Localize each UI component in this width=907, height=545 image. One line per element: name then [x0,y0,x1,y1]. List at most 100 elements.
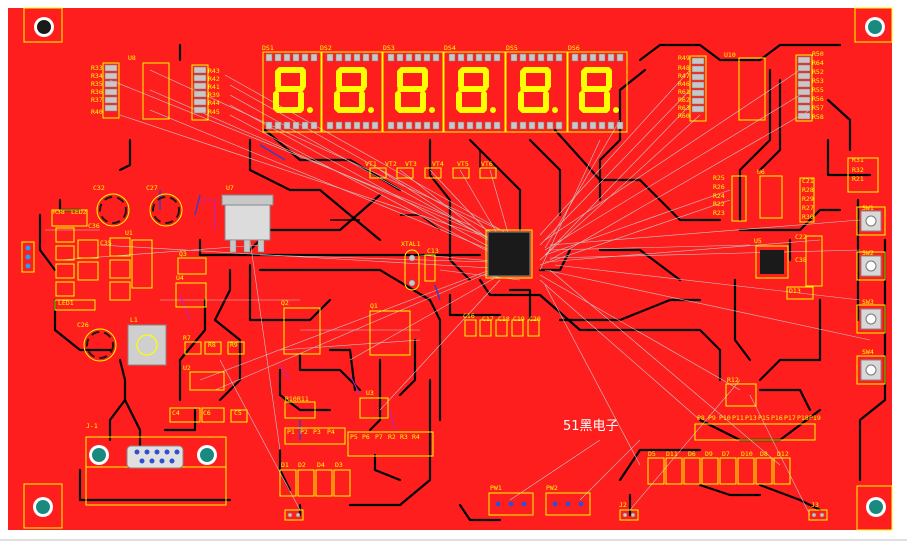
digit-pad [301,53,309,62]
d3-label: D3 [335,461,343,469]
r3-label: R3 [400,433,408,441]
digit-pad [598,121,606,130]
vt6-label: VT6 [481,160,493,168]
digit-pad [414,53,422,62]
r62-label: R62 [678,96,690,104]
r10-label: R10 [285,395,297,403]
d8-label: D8 [760,450,768,458]
r60-label: R60 [678,112,690,120]
u1-label: U1 [125,229,133,237]
sw2-label: SW2 [862,249,874,257]
digit-pad [371,121,379,130]
r61-label: R61 [678,88,690,96]
r31-label: R31 [852,156,864,164]
j3-label: J3 [811,501,819,509]
r22-label: R22 [713,200,725,208]
d1-label: D1 [281,461,289,469]
r33-label: R33 [91,64,103,72]
digit-pad [519,121,527,130]
digit-pad [484,53,492,62]
q3-label: Q3 [179,250,187,258]
led1-label: LED1 [58,299,74,307]
d11-label: D11 [666,450,678,458]
p7-label: P7 [375,433,383,441]
segment-g [397,86,427,92]
digit-pad [510,121,518,130]
pw-connectors: PW1 PW2 J2 J3 [488,484,828,521]
digit-pad [274,53,282,62]
digit-pad [571,121,579,130]
digit-pad [353,121,361,130]
digit-pad [537,121,545,130]
segment-d [580,107,610,113]
segment-b [300,68,306,90]
c38-label: C38 [795,256,807,264]
right-io-section: R25 R26 R24 R22 R23 U6 C21 R28 R29 R27 R… [713,156,886,385]
digit-pad [580,53,588,62]
u5-label: U5 [754,237,762,245]
r30-label: R30 [802,213,814,221]
digit-pad [493,121,501,130]
c36-label: C36 [88,222,100,230]
r11-label: R11 [297,395,309,403]
segment-g [581,86,611,92]
q1-label: Q1 [370,302,378,310]
r52-label: R52 [812,68,824,76]
vt5-label: VT5 [457,160,469,168]
seven-segment-digits [265,53,624,130]
u4-label: U4 [176,274,184,282]
u3-section: R10 R11 U3 P1 P2 P3 P4 P5 P6 P7 R2 R3 R4… [279,389,434,521]
sw4-label: SW4 [862,348,874,356]
c26-label: C26 [77,321,89,329]
digit-pad [335,53,343,62]
segment-dp [307,107,313,113]
digit-pad [466,53,474,62]
p10-label: P10 [719,414,731,422]
p1-label: P1 [287,428,295,436]
segment-dp [552,107,558,113]
segment-b [422,68,428,90]
r36-label: R36 [91,88,103,96]
r49-label: R49 [678,54,690,62]
xtal-label: XTAL1 [401,240,421,248]
ds3-label: DS3 [383,44,395,52]
digit-pad [555,53,563,62]
segment-d [457,107,487,113]
digit-pad [528,121,536,130]
segment-a [398,67,428,73]
digit-pad [607,53,615,62]
ds2-label: DS2 [320,44,332,52]
digit-pad [310,53,318,62]
j1-connector: J-1 [85,422,227,506]
sw1-label: SW1 [862,204,874,212]
segment-a [582,67,612,73]
j2-label: J2 [619,501,627,509]
digit-pad [555,121,563,130]
digit-4 [448,53,501,130]
digit-6 [571,53,624,130]
digit-pad [387,53,395,62]
r27-label: R27 [802,204,814,212]
segment-c [481,90,487,112]
digit-pad [537,53,545,62]
segment-d [519,107,549,113]
mounting-holes [23,7,893,531]
digit-pad [326,53,334,62]
r43-label: R43 [208,67,220,75]
r64-label: R64 [812,59,824,67]
digit-pad [344,121,352,130]
digit-pad [387,121,395,130]
digit-pad [344,53,352,62]
segment-g [336,86,366,92]
digit-pad [414,121,422,130]
digit-pad [571,53,579,62]
digit-pad [362,53,370,62]
digit-pad [616,121,624,130]
r28-label: R28 [802,186,814,194]
ds4-label: DS4 [444,44,456,52]
digit-3 [387,53,440,130]
r24-label: R24 [713,192,725,200]
r41-label: R41 [208,83,220,91]
segment-c [298,90,304,112]
